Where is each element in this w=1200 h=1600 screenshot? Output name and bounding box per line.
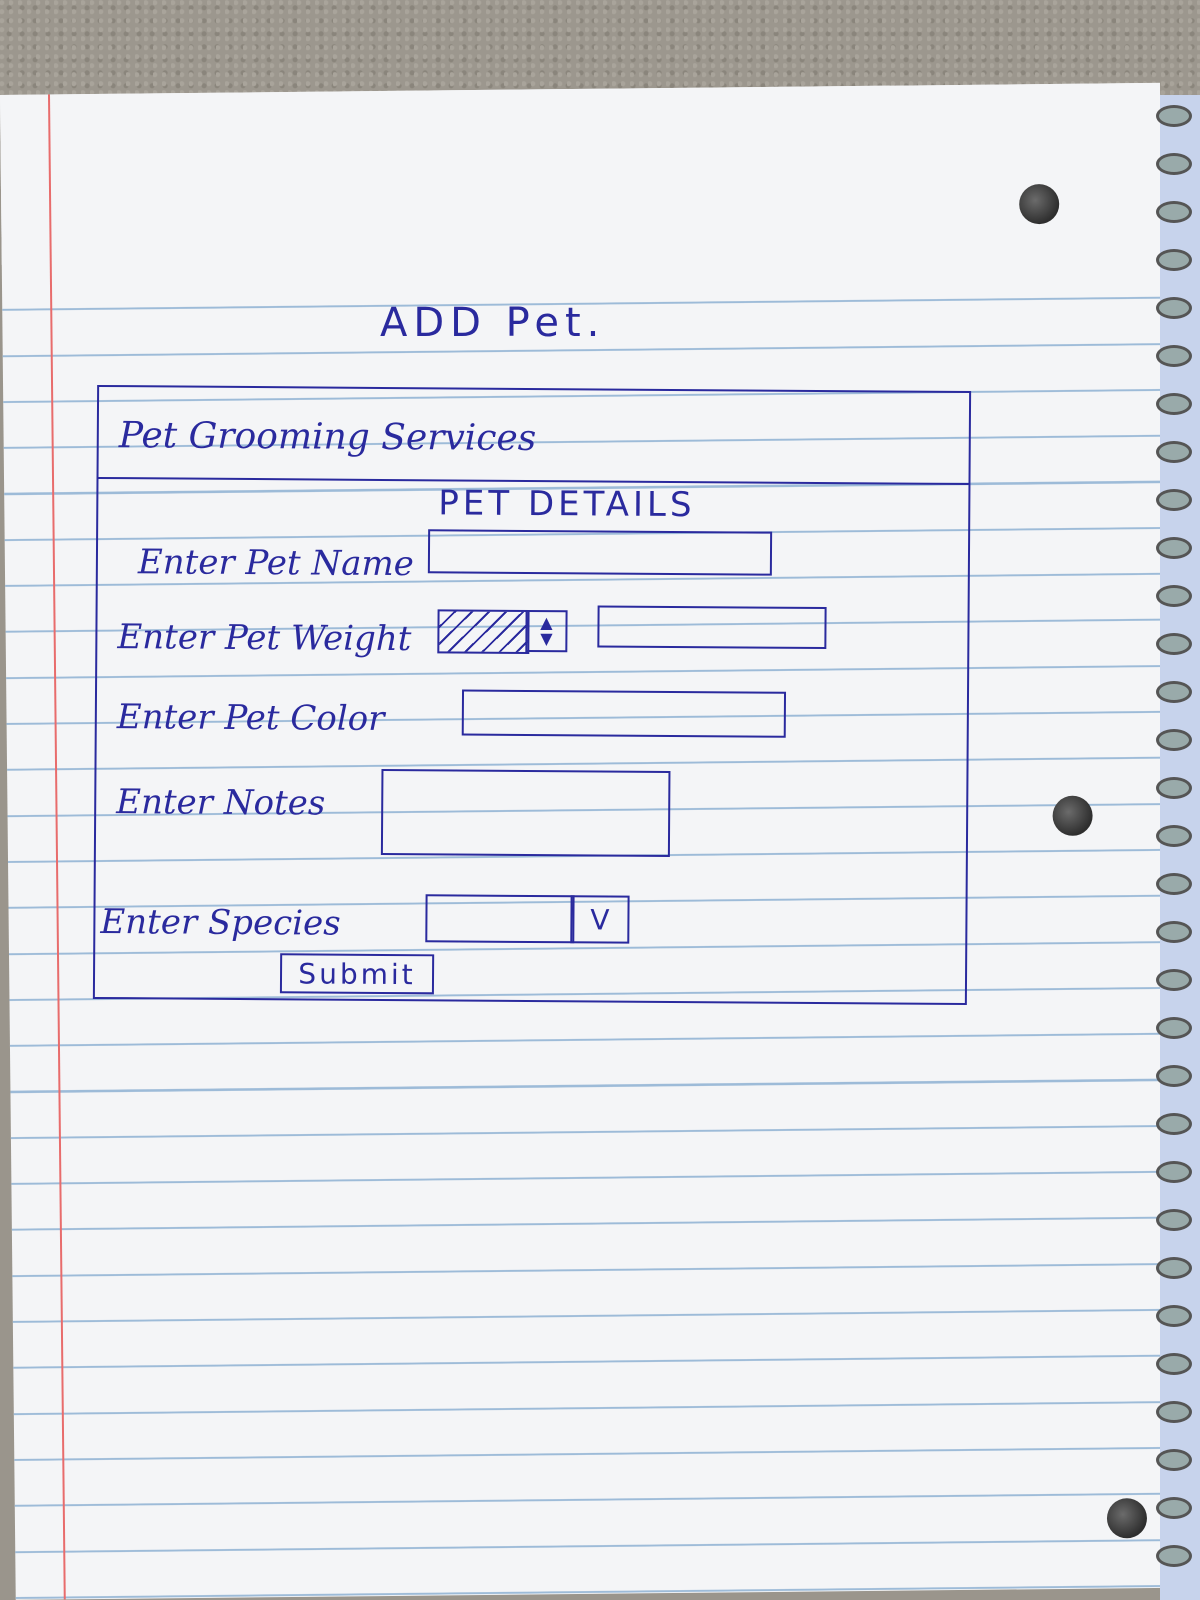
desk-background (0, 0, 1200, 110)
chevron-down-icon[interactable]: V (570, 895, 630, 944)
binder-hole (1018, 183, 1060, 225)
binder-hole (1106, 1498, 1148, 1539)
app-header: Pet Grooming Services (98, 386, 970, 486)
pet-name-input[interactable] (427, 529, 773, 576)
spiral-coil (1156, 297, 1192, 319)
species-label: Enter Species (100, 901, 341, 944)
spiral-coil (1156, 633, 1192, 655)
spiral-coil (1156, 825, 1192, 847)
spiral-coil (1156, 1449, 1192, 1471)
spiral-coil (1156, 969, 1192, 991)
spiral-coil (1156, 489, 1192, 511)
spiral-coil (1156, 1161, 1192, 1183)
app-window: Pet Grooming Services PET DETAILS Enter … (92, 384, 972, 1006)
spiral-binding (1156, 95, 1200, 1600)
spiral-coil (1156, 1257, 1192, 1279)
spiral-coil (1156, 249, 1192, 271)
spiral-coil (1156, 153, 1192, 175)
spiral-coil (1156, 393, 1192, 415)
spiral-coil (1156, 777, 1192, 799)
spiral-coil (1156, 729, 1192, 751)
page-title: ADD Pet. (380, 300, 606, 346)
spiral-coil (1156, 1113, 1192, 1135)
pet-name-label: Enter Pet Name (137, 542, 414, 585)
pet-color-input[interactable] (461, 689, 787, 738)
spiral-coil (1156, 1305, 1192, 1327)
spiral-coil (1156, 441, 1192, 463)
spiral-coil (1156, 681, 1192, 703)
spiral-coil (1156, 105, 1192, 127)
section-title: PET DETAILS (438, 483, 696, 526)
app-name: Pet Grooming Services (118, 415, 537, 460)
pet-weight-input[interactable] (597, 605, 827, 650)
spiral-coil (1156, 345, 1192, 367)
spiral-coil (1156, 1065, 1192, 1087)
pet-weight-stepper-field[interactable] (437, 609, 530, 654)
binder-hole (1052, 795, 1093, 837)
species-select[interactable] (425, 894, 575, 944)
spiral-coil (1156, 201, 1192, 223)
pet-color-label: Enter Pet Color (116, 697, 385, 739)
notes-label: Enter Notes (116, 782, 326, 824)
spiral-coil (1156, 1401, 1192, 1423)
margin-line (47, 94, 66, 1600)
spiral-coil (1156, 1497, 1192, 1519)
stepper-arrows-icon[interactable]: ▲▼ (525, 609, 568, 653)
notes-textarea[interactable] (380, 768, 671, 857)
spiral-coil (1156, 537, 1192, 559)
spiral-coil (1156, 1209, 1192, 1231)
spiral-coil (1156, 1017, 1192, 1039)
submit-button[interactable]: Submit (279, 953, 435, 995)
pet-weight-label: Enter Pet Weight (117, 617, 412, 660)
spiral-coil (1156, 1353, 1192, 1375)
spiral-coil (1156, 921, 1192, 943)
spiral-coil (1156, 873, 1192, 895)
spiral-coil (1156, 1545, 1192, 1567)
spiral-coil (1156, 585, 1192, 607)
